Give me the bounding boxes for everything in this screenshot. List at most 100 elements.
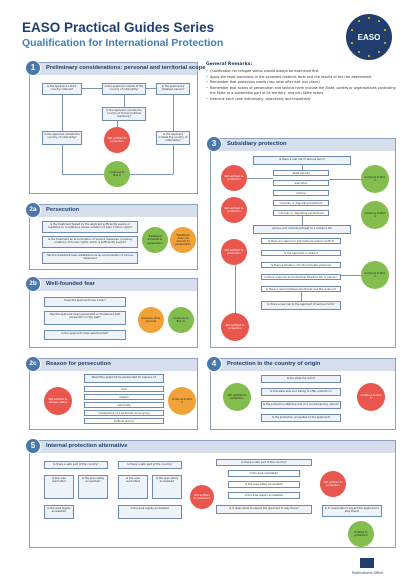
question-box: Is the area reachable? bbox=[118, 475, 148, 499]
question-box: Is the applicant a third-country nationa… bbox=[42, 83, 82, 95]
panel-header bbox=[30, 205, 197, 217]
question-box: Is the area legally accessible? bbox=[228, 492, 300, 499]
outcome-continue: Continue to Box 5 bbox=[357, 383, 385, 411]
logo-star-icon bbox=[378, 51, 380, 53]
question-box: Is the applicant a stateless person? bbox=[156, 83, 190, 95]
outcome-not-entitled: Not entitled to protection bbox=[190, 485, 214, 509]
panel-title: Reason for persecution bbox=[46, 361, 111, 367]
harm-box: execution bbox=[273, 180, 329, 186]
question-box: Is the applicant outside of the country … bbox=[102, 83, 146, 95]
panel-persecution: 2a Persecution Is the treatment feared b… bbox=[25, 202, 198, 270]
panel-header bbox=[30, 441, 395, 453]
question-box: Is there a safe part of the country? bbox=[44, 461, 108, 469]
panel-number: 3 bbox=[206, 136, 222, 152]
outcome-not-entitled: Not entitled to protection bbox=[221, 313, 249, 341]
question-box: Is there a safe part of the country? bbox=[216, 459, 312, 466]
question-box: Is the treatment feared by the applicant… bbox=[42, 221, 138, 233]
outcome-protected: Not entitled to protection bbox=[223, 383, 251, 411]
panel-subsidiary-protection: 3 Subsidiary protection Is there a real … bbox=[206, 136, 396, 348]
question-box: Is there a real risk of serious harm? bbox=[253, 156, 351, 165]
outcome-continue: Continue to Box 4 bbox=[361, 261, 389, 289]
question-box: Has the treatment been established as an… bbox=[42, 252, 138, 264]
reason-box: race bbox=[84, 386, 164, 392]
harm-box: inhuman or degrading treatment bbox=[273, 200, 329, 206]
question-box: Is the area safely accessible? bbox=[78, 475, 108, 499]
question-box: Is there a real risk to the applicant of… bbox=[261, 301, 341, 310]
panel-header bbox=[30, 279, 197, 291]
connector bbox=[117, 121, 118, 127]
panel-title: Subsidiary protection bbox=[227, 141, 287, 147]
logo-star-icon bbox=[368, 17, 370, 19]
question-box: Is the area legally accessible? bbox=[118, 505, 182, 519]
outcome-continue: Continue to Box 2c bbox=[168, 307, 194, 333]
panel-title: Protection in the country of origin bbox=[227, 361, 321, 367]
panel-preliminary: 1 Preliminary considerations: personal a… bbox=[25, 60, 205, 194]
question-box: Is the state the actor? bbox=[261, 375, 341, 383]
outcome-not-entitled: Not entitled to refugee status bbox=[44, 387, 72, 415]
panel-reason-for-persecution: 2c Reason for persecution Would the appl… bbox=[25, 356, 198, 430]
logo-star-icon bbox=[378, 20, 380, 22]
eu-flag-icon bbox=[360, 558, 374, 568]
connector bbox=[301, 292, 302, 301]
question-box: Is the applicant outside the country of … bbox=[102, 107, 146, 121]
question-box: Is there a situation of indiscriminate v… bbox=[261, 262, 341, 268]
question-box: Is the applicant outside the country of … bbox=[156, 131, 190, 145]
connector bbox=[146, 88, 156, 89]
question-box: Is the treatment an accumulation of vari… bbox=[42, 236, 138, 248]
connector bbox=[341, 275, 361, 276]
outcome-continue: Continue to Box 4 bbox=[168, 387, 196, 415]
panel-title: Preliminary considerations: personal and… bbox=[46, 65, 206, 71]
remark-item: Remember that actors of persecution and … bbox=[206, 86, 396, 97]
outcome-persecution: Treatment amounts to persecution bbox=[142, 227, 168, 253]
panel-internal-protection: 5 Internal protection alternative Is the… bbox=[25, 438, 396, 548]
logo-star-icon bbox=[368, 55, 370, 57]
general-remarks: General Remarks: Qualification for refug… bbox=[206, 62, 396, 103]
connector bbox=[173, 95, 174, 131]
connector bbox=[62, 95, 63, 131]
question-box: Is the area safely accessible? bbox=[152, 475, 182, 499]
question-box: Has the applicant been persecuted or thr… bbox=[44, 311, 126, 325]
footer-text: Publications Office bbox=[352, 571, 384, 575]
question-box: Is the area reachable? bbox=[228, 470, 300, 477]
question-box: Is there a nexus between the threat and … bbox=[261, 286, 341, 292]
panel-number: 4 bbox=[206, 356, 222, 372]
reason-box: political opinion bbox=[84, 418, 164, 424]
poster-title: EASO Practical Guides Series bbox=[22, 20, 215, 35]
logo-star-icon bbox=[351, 42, 353, 44]
panel-well-founded-fear: 2b Well-founded fear Does the applicant … bbox=[25, 276, 198, 348]
panel-protection-in-country: 4 Protection in the country of origin Is… bbox=[206, 356, 396, 430]
connector bbox=[62, 174, 104, 175]
question-box: Is the state able and willing to offer p… bbox=[261, 388, 341, 396]
logo-text: EASO bbox=[357, 33, 381, 42]
connector bbox=[235, 265, 236, 313]
panel-number: 1 bbox=[25, 60, 41, 76]
logo-star-icon bbox=[384, 42, 386, 44]
question-box: Is there an internal or international ar… bbox=[261, 238, 341, 244]
connector bbox=[130, 174, 173, 175]
panel-number: 5 bbox=[25, 438, 41, 454]
outcome-no-persecution: Treatment does not amount to persecution bbox=[170, 227, 196, 253]
reason-box: nationality bbox=[84, 402, 164, 408]
connector bbox=[82, 88, 102, 89]
question-box: Is the area legally accessible? bbox=[44, 505, 74, 519]
remark-item: Qualification for refugee status should … bbox=[206, 69, 396, 75]
outcome-not-entitled: Not entitled to protection bbox=[221, 165, 247, 191]
harm-box: torture bbox=[273, 190, 329, 196]
question-box: Is the area safely accessible? bbox=[228, 481, 300, 488]
question-box: Is the protection accessible to the appl… bbox=[261, 414, 341, 422]
question-box: Is the protection effective and of a non… bbox=[261, 401, 341, 409]
question-box: Is the applicant's fear well-founded? bbox=[44, 330, 126, 340]
connector bbox=[62, 145, 63, 174]
outcome-not-entitled: Not entitled to protection bbox=[320, 471, 346, 497]
panel-title: Persecution bbox=[46, 207, 80, 213]
remark-item: Examine each case individually, objectiv… bbox=[206, 97, 396, 103]
question-box: Is it reasonable to expect the applicant… bbox=[322, 505, 382, 517]
remark-item: Remember that protection needs may arise… bbox=[206, 80, 396, 86]
panel-header bbox=[211, 359, 395, 371]
panel-number: 2c bbox=[25, 356, 41, 372]
connector bbox=[124, 95, 125, 107]
logo-star-icon bbox=[358, 20, 360, 22]
easo-logo bbox=[346, 14, 392, 60]
outcome-continue: Continue to Box 2 bbox=[104, 161, 130, 187]
